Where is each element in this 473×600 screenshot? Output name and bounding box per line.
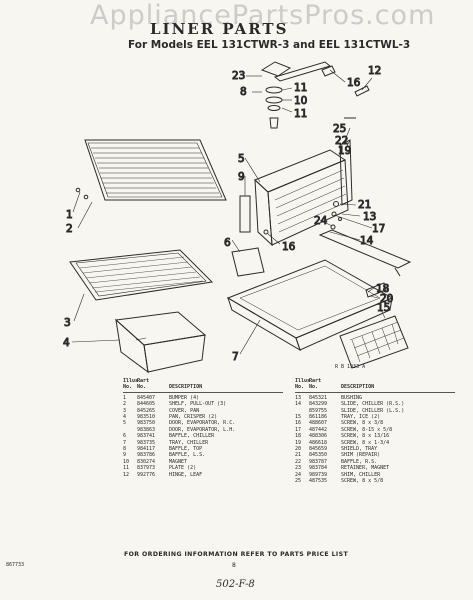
document-code: 867733 [6,562,25,568]
callout-16b: 16 [282,241,296,253]
callout-21: 21 [358,199,371,211]
left-baffle [239,195,251,233]
diagram-code: R B 1933 A [335,364,366,370]
callout-15: 15 [377,302,390,314]
page-subtitle: For Models EEL 131CTWR-3 and EEL 131CTWL… [128,39,411,51]
ordering-note: FOR ORDERING INFORMATION REFER TO PARTS … [124,551,349,558]
callout-14: 14 [360,235,374,247]
callout-19: 19 [338,145,351,157]
handwritten-note: 502-F-8 [216,579,255,590]
callout-10: 10 [294,95,307,107]
callout-13: 13 [363,211,376,223]
bumper-icon [75,187,81,193]
hinge-assembly [260,61,370,129]
exploded-diagram: 1 2 3 4 5 6 7 8 9 10 11 11 12 13 14 15 1… [63,61,412,374]
callout-17: 17 [372,223,385,235]
callout-6: 6 [224,237,231,249]
callout-22: 22 [335,135,348,147]
chiller-slide [318,229,412,269]
page-title: LINER PARTS [150,20,289,38]
table-header: Illus.Part No.No.DESCRIPTION [123,378,203,391]
callout-12: 12 [368,65,381,77]
callout-7: 7 [232,351,239,363]
callout-24: 24 [314,215,328,227]
crisper-pan [114,311,207,374]
callout-2: 2 [66,223,73,235]
page-number: 8 [232,562,236,569]
chiller-baffle [231,247,265,277]
table-header: Illus.Part No.No.DESCRIPTION [295,378,375,391]
ice-tray [339,315,409,369]
pan-cover [69,249,214,301]
screw-icon [263,201,342,235]
callout-20: 20 [380,293,393,305]
callout-3: 3 [64,317,71,329]
callout-9: 9 [238,171,245,183]
callout-4: 4 [63,337,70,349]
pull-out-shelf [75,139,227,201]
callout-11b: 11 [294,108,307,120]
chiller-tray [226,259,394,352]
tray-shield [365,282,387,298]
callout-5: 5 [238,153,245,165]
callout-8: 8 [240,86,247,98]
watermark: AppliancePartsPros.com [90,0,436,31]
hinge-leaf-icon [354,85,370,97]
callout-1: 1 [66,209,73,221]
callout-11a: 11 [294,82,307,94]
right-baffle [339,139,353,206]
callout-23: 23 [232,70,245,82]
callout-25: 25 [333,123,346,135]
callout-18: 18 [376,283,389,295]
callout-16a: 16 [347,77,361,89]
evaporator-door [254,149,349,247]
